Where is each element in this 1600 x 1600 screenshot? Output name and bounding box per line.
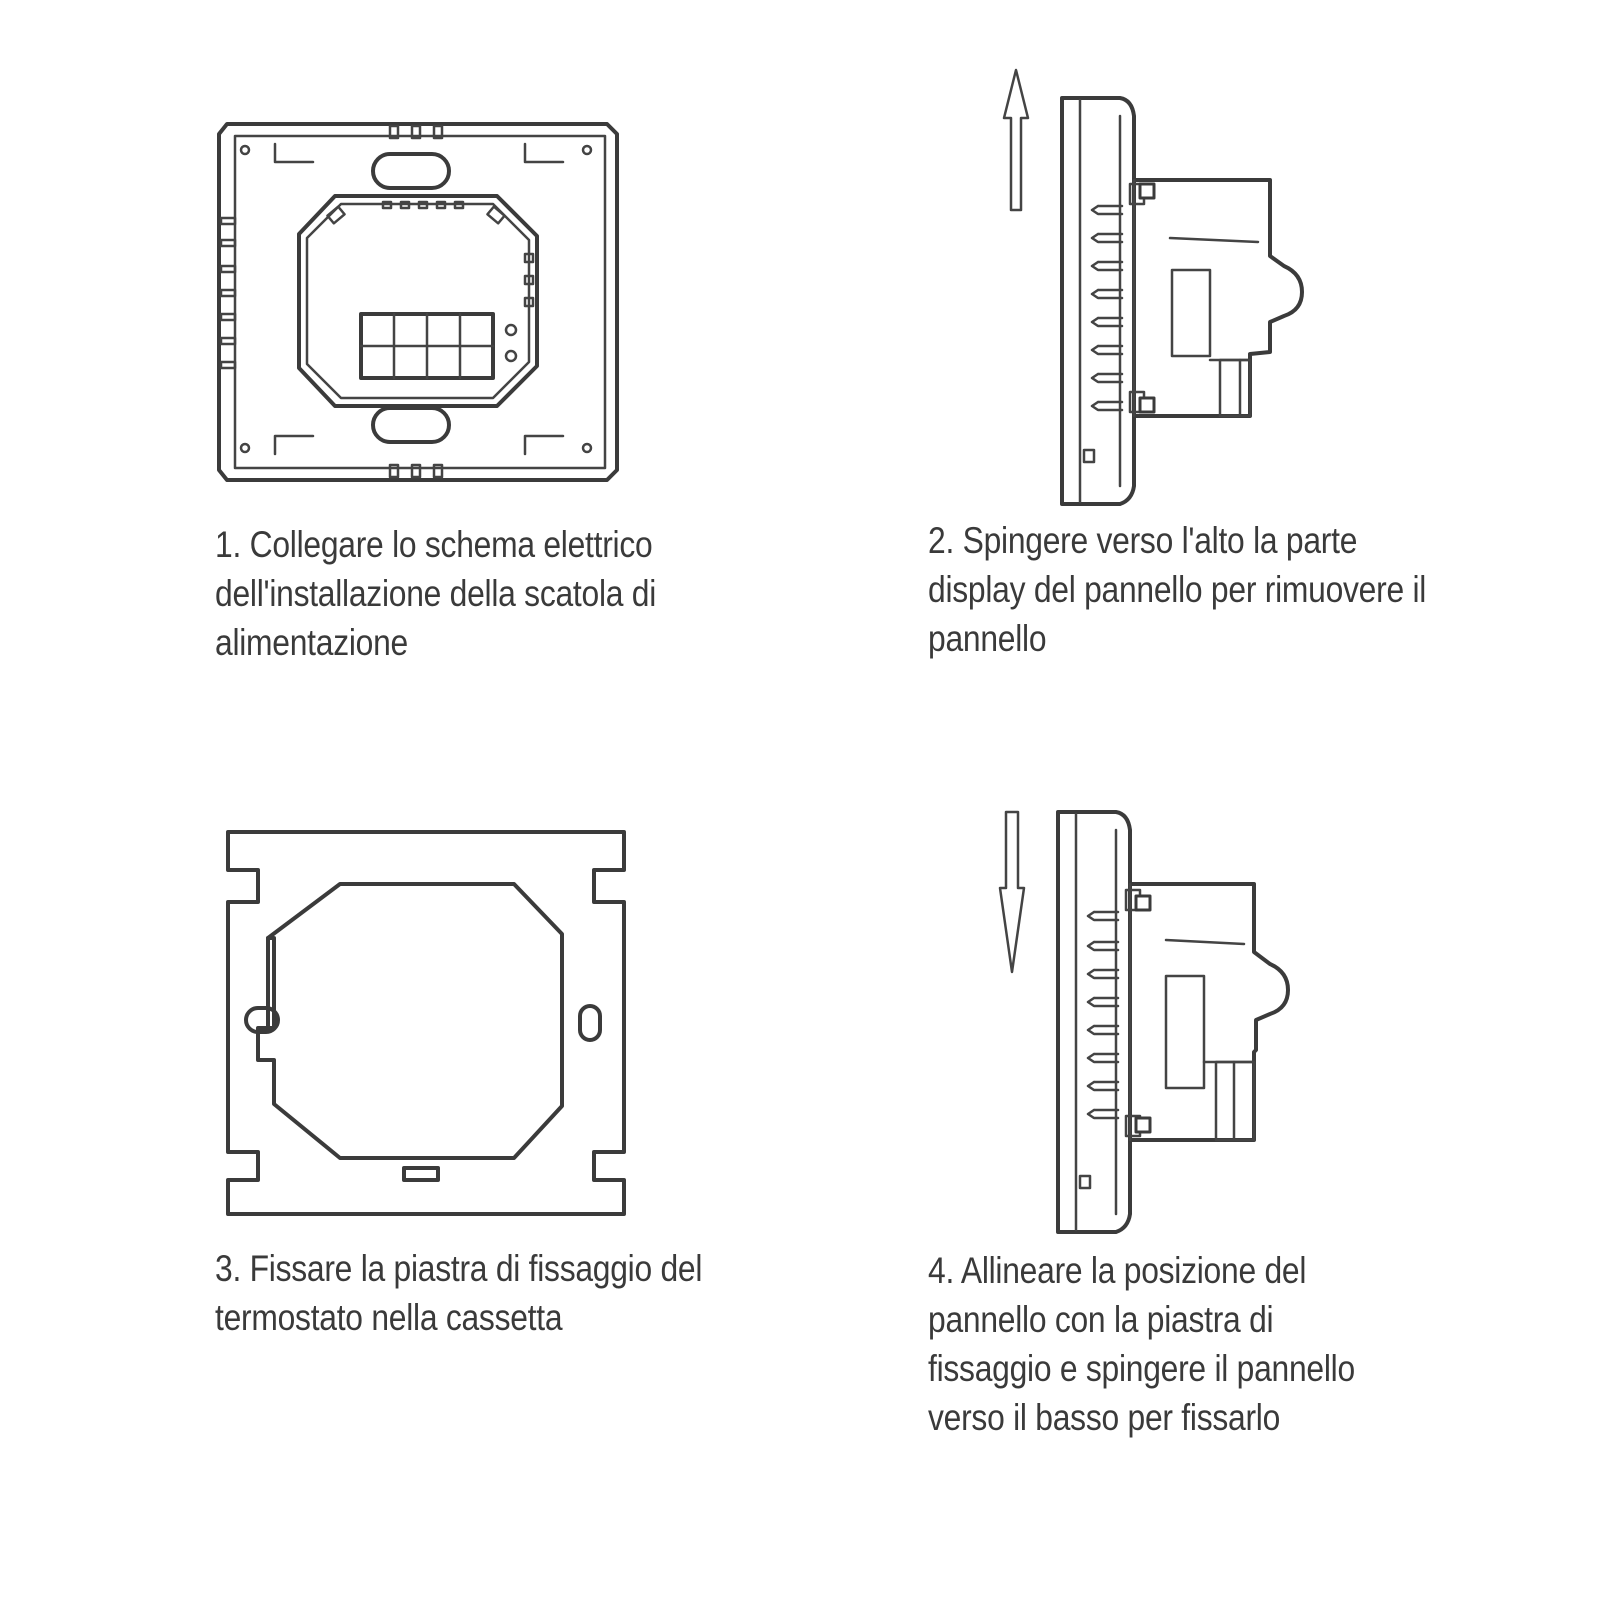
step-1-caption-line: 1. Collegare lo schema elettrico — [215, 524, 653, 565]
step-1-caption-line: alimentazione — [215, 622, 408, 663]
step-2-caption: 2. Spingere verso l'alto la parte displa… — [928, 516, 1426, 663]
arrow-up-icon — [1002, 68, 1030, 212]
step-3-caption: 3. Fissare la piastra di fissaggio del t… — [215, 1244, 702, 1342]
step-4-caption-line: pannello con la piastra di — [928, 1299, 1274, 1340]
step-4-caption-line: verso il basso per fissarlo — [928, 1397, 1281, 1438]
arrow-down-icon — [998, 810, 1026, 974]
step-2-caption-line: 2. Spingere verso l'alto la parte — [928, 520, 1358, 561]
step-2-caption-line: display del pannello per rimuovere il — [928, 569, 1427, 610]
step-3-figure — [218, 828, 638, 1228]
mounting-plate-illustration — [226, 830, 626, 1216]
step-2-caption-line: pannello — [928, 618, 1047, 659]
step-1-caption-line: dell'installazione della scatola di — [215, 573, 657, 614]
step-4-figure — [998, 800, 1330, 1250]
panel-side-view-illustration — [998, 810, 1290, 1234]
step-3-caption-line: 3. Fissare la piastra di fissaggio del — [215, 1248, 703, 1289]
step-3-caption-line: termostato nella cassetta — [215, 1297, 563, 1338]
thermostat-back-view-illustration — [217, 122, 619, 482]
step-4-caption: 4. Allineare la posizione del pannello c… — [928, 1246, 1355, 1442]
step-1-figure — [215, 118, 635, 498]
step-4-caption-line: 4. Allineare la posizione del — [928, 1250, 1307, 1291]
step-4-caption-line: fissaggio e spingere il pannello — [928, 1348, 1355, 1389]
step-1-caption: 1. Collegare lo schema elettrico dell'in… — [215, 520, 656, 667]
panel-side-view-illustration — [1002, 68, 1304, 506]
step-2-figure — [1000, 60, 1330, 510]
